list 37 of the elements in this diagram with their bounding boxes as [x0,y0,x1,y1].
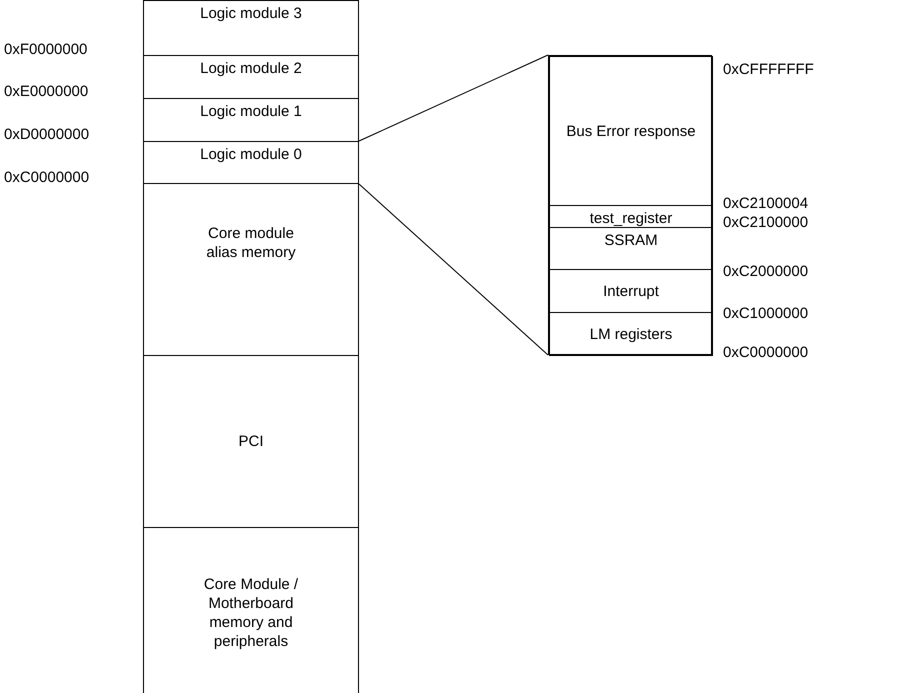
address-label: 0xD0000000 [4,125,90,144]
memory-region-box [143,0,359,56]
address-label: 0xE0000000 [4,82,88,101]
address-label: 0xC2000000 [723,262,808,281]
address-label: 0xC2100000 [723,213,808,232]
region-label: SSRAM [604,231,658,250]
region-label: LM registers [590,324,672,344]
region-label: PCI [238,432,264,451]
address-label: 0xC0000000 [723,343,808,362]
memory-region-box [549,227,713,270]
zoom-line [358,54,548,142]
memory-region-box [143,98,359,142]
region-label: Core module alias memory [205,224,297,262]
memory-region-box [549,269,713,313]
memory-region-box [549,56,713,206]
address-label: 0xC2100004 [723,194,808,213]
memory-region-box [143,355,359,528]
zoom-line [358,184,548,356]
region-label: Logic module 1 [200,102,302,121]
region-label: Logic module 0 [200,145,302,164]
region-label: Interrupt [603,282,659,300]
address-label: 0xC1000000 [723,304,808,323]
memory-region-box [549,205,713,228]
region-label: Bus Error response [566,122,696,140]
memory-region-box [143,527,359,693]
region-label: Core Module / Motherboard memory and peripherals [202,574,300,650]
address-label: 0xCFFFFFFF [723,60,814,79]
memory-region-box [143,55,359,99]
memory-map-box [548,55,712,355]
memory-region-box [143,183,359,356]
memory-region-box [143,141,359,184]
memory-region-box [549,312,713,356]
address-label: 0xF0000000 [4,40,88,59]
region-label: Logic module 2 [200,59,302,78]
address-label: 0xC0000000 [4,168,90,187]
region-label: Logic module 3 [200,4,302,23]
region-label: test_register [590,209,672,228]
